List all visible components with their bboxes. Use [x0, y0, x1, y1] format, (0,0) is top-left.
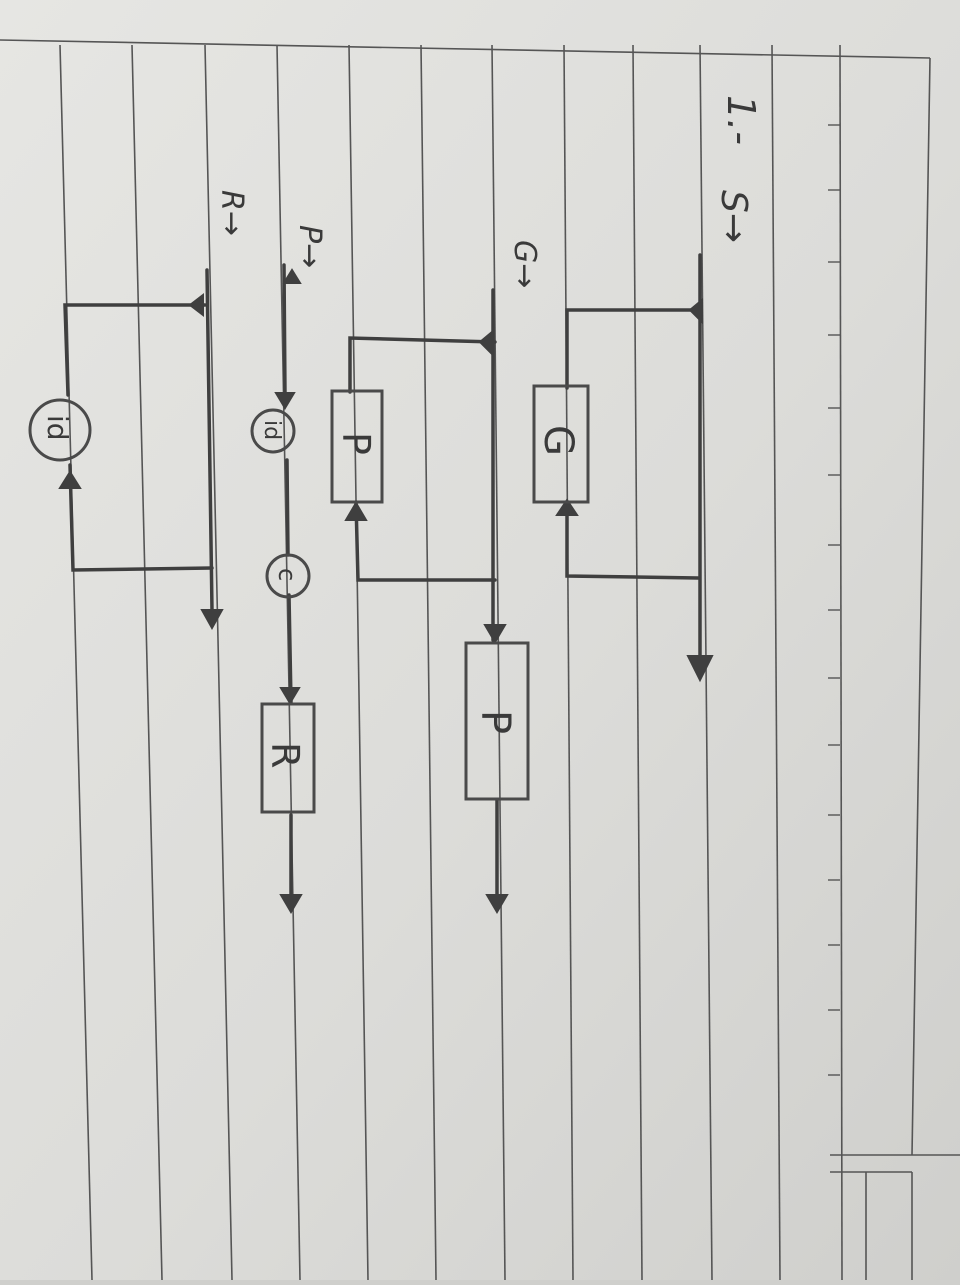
arrow-g-end [485, 894, 509, 914]
s-upper-branch [565, 308, 702, 390]
arrow-g-branch [478, 329, 493, 357]
box-r [260, 702, 316, 814]
box-g [532, 384, 590, 504]
rule-label-p: P→ [292, 225, 327, 268]
r-upper-branch [63, 303, 207, 397]
circle-c-label: c [273, 568, 301, 581]
circle-id-p-label: id [259, 420, 284, 440]
ruled-lines [0, 39, 960, 1281]
rule-label-r: R→ [214, 190, 249, 236]
box-r-label: R [263, 742, 307, 768]
circle-id-r-label: id [41, 415, 74, 441]
rule-label-g: G→ [507, 240, 542, 288]
problem-number: 1.- [719, 95, 763, 145]
arrowheads [58, 268, 714, 914]
arrow-g-mid [483, 624, 507, 644]
margin-ticks [828, 124, 840, 1076]
r-main-line [205, 268, 214, 612]
box-p-lower-label: P [472, 710, 518, 734]
arrow-r-end [200, 609, 224, 631]
arrow-s-end [686, 655, 714, 683]
box-g-label: G [535, 425, 581, 456]
g-lower-branch [354, 500, 497, 582]
arrow-p-end [279, 894, 303, 914]
arrow-s-branch [688, 297, 703, 325]
arrow-g-p-in [344, 501, 368, 521]
rule-label-s: S→ [713, 190, 754, 243]
arrow-r-id-in [58, 470, 82, 489]
arrow-p-1 [274, 392, 296, 410]
arrow-r-branch [188, 292, 204, 318]
arrow-p-2 [279, 687, 301, 705]
arrow-p-top [282, 268, 302, 284]
r-lower-branch [68, 463, 214, 572]
circle-id-p [250, 408, 296, 454]
s-lower-branch [565, 500, 700, 580]
p-main-line [282, 263, 293, 897]
box-p-upper [330, 389, 384, 504]
arrow-s-g-in [555, 498, 579, 516]
box-p-lower [464, 641, 530, 801]
circle-id-r [28, 398, 92, 462]
g-upper-branch [348, 336, 497, 394]
box-p-upper-label: P [334, 432, 378, 455]
circle-c [265, 553, 311, 599]
